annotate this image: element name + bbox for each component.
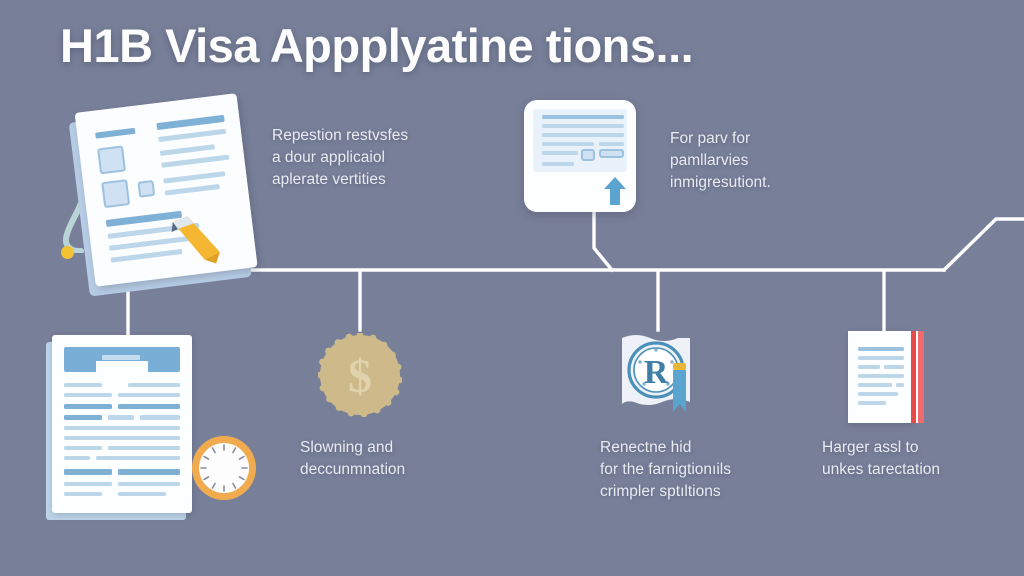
caption-legal-document: Harger assl to unkes tarectation (822, 437, 940, 481)
caption-line: pamllarvies (670, 152, 749, 169)
caption-line: for the farnigtionıils (600, 461, 731, 478)
clipboard-checkbox (137, 179, 156, 198)
upload-arrow-icon (604, 177, 626, 205)
document-face (52, 335, 192, 513)
clipboard-board (68, 92, 266, 297)
caption-line: unkes tarectation (822, 461, 941, 478)
document-header-tick (102, 355, 140, 360)
caption-line: Harger assl to (822, 439, 919, 456)
red-binding-gap (916, 331, 918, 423)
document-card-face (524, 100, 636, 212)
caption-line: Repestion restvsfes (272, 127, 409, 144)
caption-line: Renectne hid (600, 439, 692, 456)
clock-icon (192, 436, 256, 500)
red-binding-stripe (911, 331, 916, 423)
caption-application-form: Repestion restvsfes a dour applicaiol ap… (272, 125, 408, 191)
svg-text:$: $ (348, 350, 372, 403)
clipboard-form-icon (55, 93, 260, 297)
caption-document-upload: For parv for pamllarvies inmigresutiont. (670, 128, 771, 194)
document-header-notch (96, 361, 148, 372)
caption-line: Slowning and (300, 439, 394, 456)
clipboard-checkbox (101, 179, 131, 209)
clipboard-board-face (74, 93, 258, 287)
pencil-icon (171, 216, 220, 264)
red-bound-document-icon (848, 331, 928, 423)
document-text-panel (533, 109, 627, 172)
caption-line: a dour applicaiol (272, 149, 385, 166)
caption-line: For parv for (670, 130, 751, 147)
registered-seal-icon: R (622, 335, 690, 412)
caption-line: deccunmnation (300, 461, 406, 478)
document-clock-icon (46, 335, 256, 520)
red-binding-stripe (918, 331, 924, 423)
caption-registration-seal: Renectne hid for the farnigtionıils crim… (600, 437, 731, 503)
caption-fees: Slowning and deccunmnation (300, 437, 405, 481)
svg-text:R: R (644, 354, 669, 391)
document-upload-icon (524, 100, 636, 212)
dollar-sign-glyph: $ (348, 350, 372, 403)
caption-line: inmigresutiont. (670, 174, 771, 191)
page-title: H1B Visa Appplyatine tions... (60, 19, 694, 72)
caption-line: crimpler sptıltions (600, 483, 721, 500)
clipboard-bead-icon (61, 246, 74, 259)
red-doc-face (848, 331, 914, 423)
clipboard-checkbox (97, 145, 127, 175)
dollar-coin-icon: $ (318, 333, 402, 417)
caption-line: aplerate vertities (272, 171, 386, 188)
